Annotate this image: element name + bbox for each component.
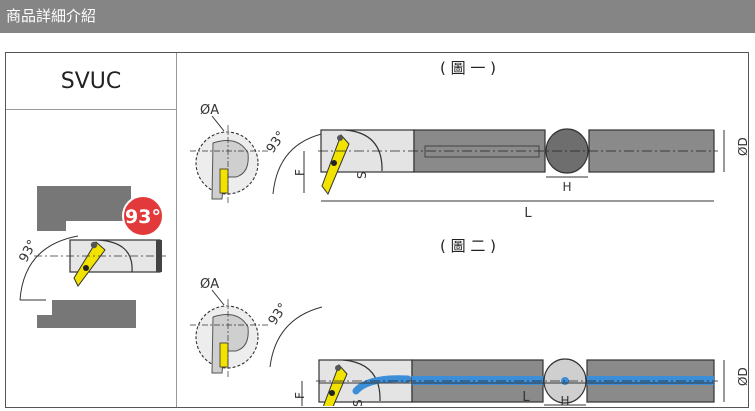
fig2-diameter-a-label: ØA [200,277,219,292]
figure-1: ( 圖 一 ) ØA 93° F S H L [190,59,750,221]
product-code-cell: SVUC [6,53,176,110]
workpiece-top [37,186,131,231]
fig1-insert-screw [337,135,343,141]
fig1-shank-slot [424,145,540,158]
thumb-holder-arc [97,239,133,273]
fig1-holder-arc [344,129,383,172]
thumb-angle-label: 93° [17,238,41,265]
fig2-f-label: F [293,392,307,399]
thumb-insert-dot [83,265,89,271]
fig1-diameter-a-arrow [211,115,225,132]
fig2-s-label: S [351,399,365,406]
fig1-l-label: L [524,206,532,221]
fig2-bore-insert [219,342,229,368]
fig1-f-label: F [293,169,307,176]
figure-2-length: L [319,382,714,405]
fig1-angle-arc [272,132,327,195]
page-header: 商品詳細介紹 [0,0,755,33]
left-column: SVUC 93° 93° [6,53,177,407]
fig2-angle-label: 93° [266,301,292,328]
workpiece-bottom [37,300,136,328]
figure-1-caption: ( 圖 一 ) [440,59,496,77]
product-code: SVUC [60,68,122,94]
figure-2-caption: ( 圖 二 ) [440,237,496,255]
fig2-diameter-a-arrow [211,289,225,306]
fig1-angle-label: 93° [264,129,290,156]
fig1-h-label: H [562,180,571,194]
fig2-insert-screw [335,365,341,371]
thumbnail-illustration: 93° 93° [17,186,166,328]
fig2-insert [322,364,348,406]
thumb-angle-arc [19,235,79,301]
angle-badge-text: 93° [125,206,161,228]
fig2-angle-arc [269,306,323,368]
fig1-bore-insert [219,168,229,194]
fig2-insert-dot [329,390,335,396]
header-title: 商品詳細介紹 [6,7,97,25]
fig1-d-label: ØD [736,137,750,156]
thumb-insert-screw [90,241,98,249]
figure-2: ( 圖 二 ) ØA 93° F S H ØD [190,237,750,406]
fig2-coolant-right [587,376,714,385]
fig2-h-label: H [560,394,569,406]
fig2-l-label: L [522,390,530,405]
fig2-d-label: ØD [736,367,750,386]
fig1-diameter-a-label: ØA [200,103,219,118]
fig2-holder-arc [342,359,381,402]
angle-badge [122,195,164,237]
fig1-insert-dot [331,160,337,166]
fig2-coolant-left [412,376,543,385]
product-table: SVUC 93° 93° ( 圖 一 ) ØA [5,52,750,408]
fig1-s-label: S [355,171,369,179]
thumb-insert [73,241,106,287]
